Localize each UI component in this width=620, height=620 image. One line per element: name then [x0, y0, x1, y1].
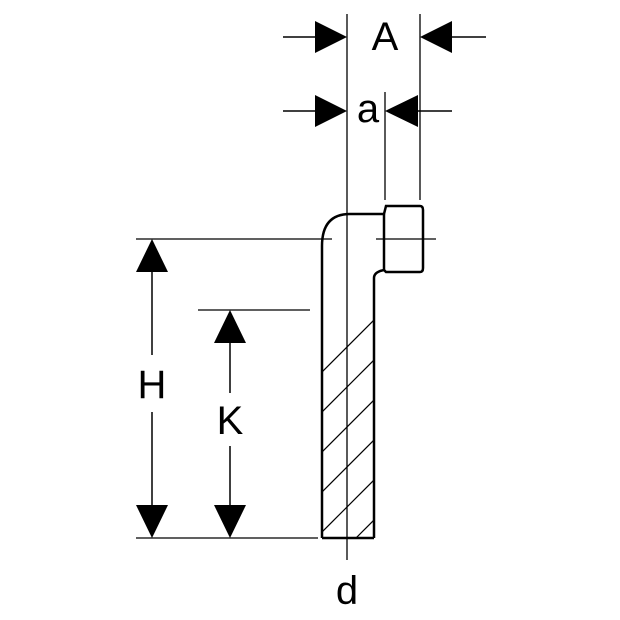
- arrow-K-top: [214, 310, 246, 343]
- label-A: A: [372, 15, 399, 59]
- arrow-H-top: [136, 239, 168, 272]
- arrow-a-right: [385, 95, 418, 127]
- arrow-K-bottom: [214, 505, 246, 538]
- extension-lines: [136, 14, 421, 539]
- dimension-K: K: [214, 310, 246, 538]
- label-d: d: [336, 569, 358, 613]
- arrow-a-left: [315, 95, 347, 127]
- arrow-A-right: [420, 21, 452, 53]
- pipe-inner-contour: [372, 268, 385, 538]
- pipe-section-hatching: [322, 319, 374, 538]
- arrow-A-left: [315, 21, 347, 53]
- arrow-H-bottom: [136, 505, 168, 538]
- pipe-bend: [320, 212, 386, 540]
- label-H: H: [138, 363, 167, 407]
- dimension-a: a: [283, 87, 452, 131]
- dimension-A: A: [283, 15, 486, 59]
- centerlines: [346, 14, 436, 560]
- dimension-H: H: [136, 239, 168, 538]
- label-K: K: [217, 399, 244, 443]
- pipe-outer-contour: [320, 212, 384, 538]
- label-a: a: [357, 87, 380, 131]
